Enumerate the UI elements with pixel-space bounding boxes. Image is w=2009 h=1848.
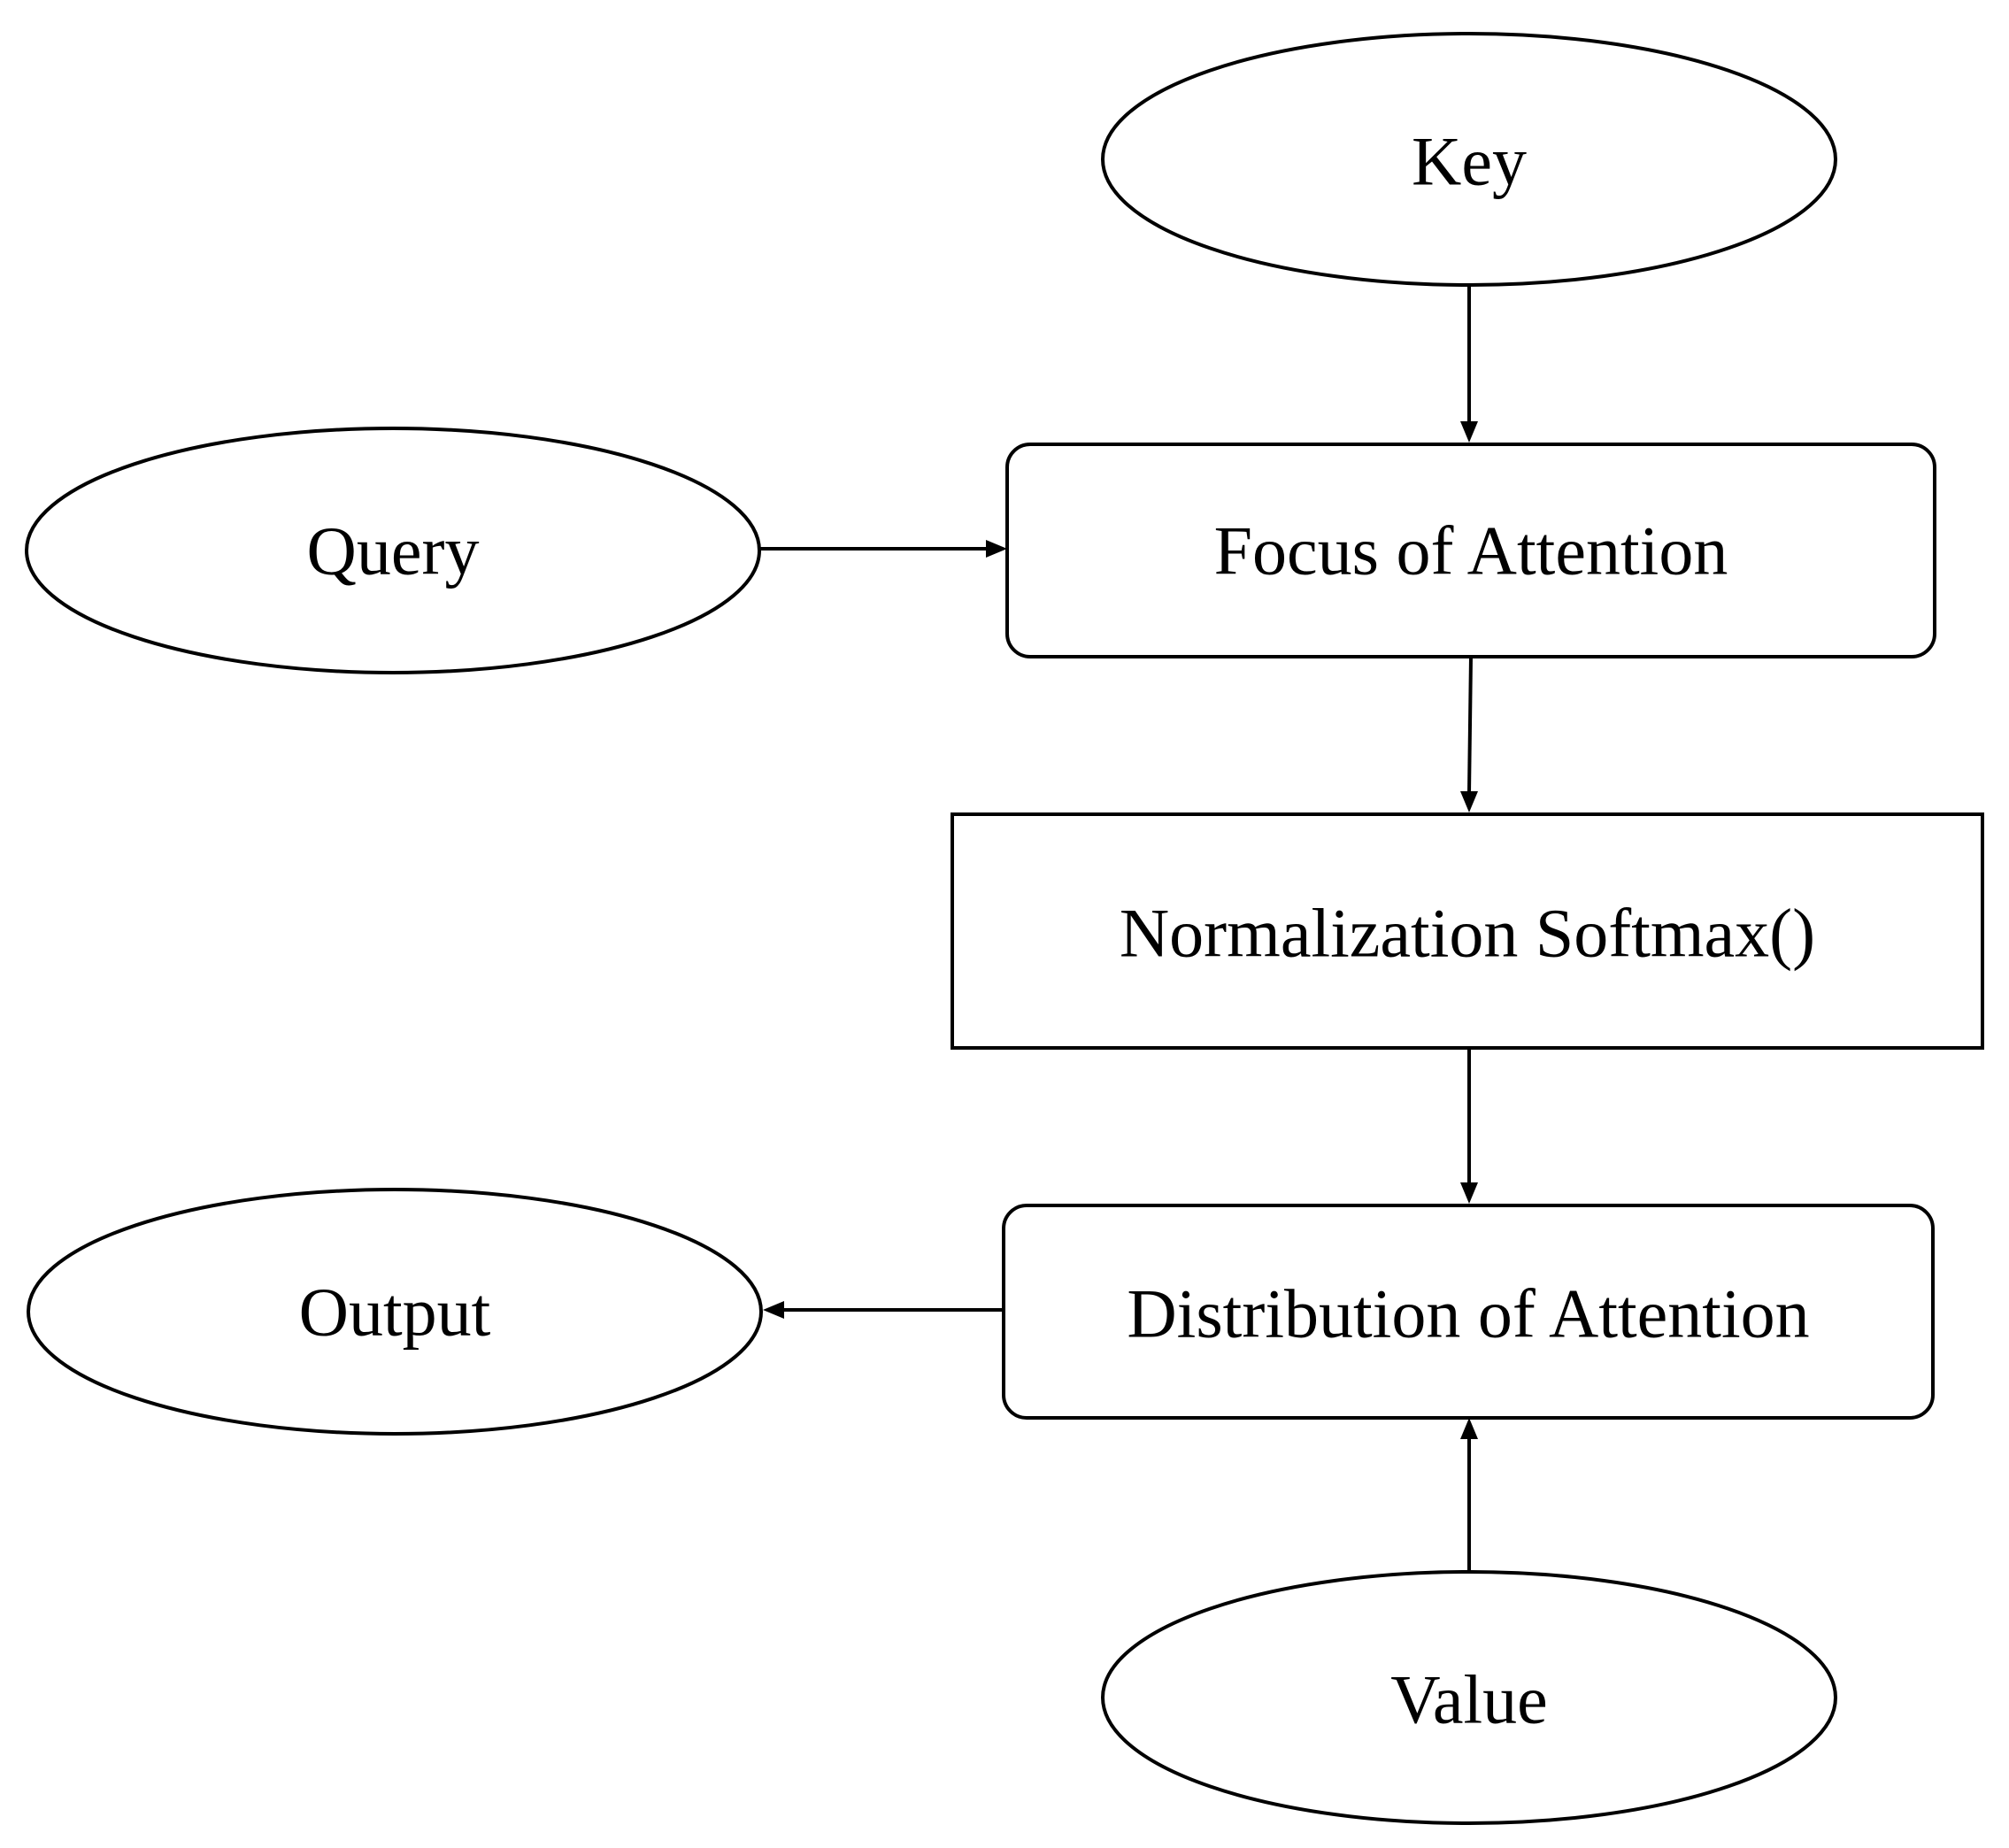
edge-value-to-distribution bbox=[1460, 1418, 1478, 1572]
edge-normalization-to-distribution bbox=[1460, 1048, 1478, 1204]
node-value: Value bbox=[1101, 1570, 1837, 1825]
edge-key-to-focus bbox=[1460, 285, 1478, 443]
node-normalization-softmax: Normalization Softmax() bbox=[951, 812, 1984, 1050]
output-ellipse bbox=[27, 1188, 763, 1436]
focus-box bbox=[1005, 443, 1936, 658]
query-ellipse bbox=[25, 427, 761, 674]
edge-distribution-to-output bbox=[763, 1301, 1004, 1319]
node-query: Query bbox=[25, 427, 761, 674]
distribution-box bbox=[1002, 1204, 1935, 1420]
edges bbox=[759, 285, 1478, 1572]
node-focus-of-attention: Focus of Attention bbox=[1005, 443, 1936, 658]
node-distribution-of-attention: Distribution of Attention bbox=[1002, 1204, 1935, 1420]
value-ellipse bbox=[1101, 1570, 1837, 1825]
normalization-label: Normalization Softmax() bbox=[1120, 895, 1815, 972]
edge-query-to-focus bbox=[759, 540, 1007, 558]
key-label: Key bbox=[1412, 123, 1527, 200]
value-label: Value bbox=[1390, 1661, 1548, 1738]
normalization-box bbox=[951, 812, 1984, 1050]
query-label: Query bbox=[307, 512, 480, 589]
node-output: Output bbox=[27, 1188, 763, 1436]
distribution-label: Distribution of Attention bbox=[1127, 1275, 1809, 1352]
focus-label: Focus of Attention bbox=[1214, 512, 1728, 589]
output-label: Output bbox=[299, 1274, 491, 1351]
node-key: Key bbox=[1101, 32, 1837, 287]
key-ellipse bbox=[1101, 32, 1837, 287]
edge-focus-to-normalization bbox=[1460, 656, 1478, 812]
